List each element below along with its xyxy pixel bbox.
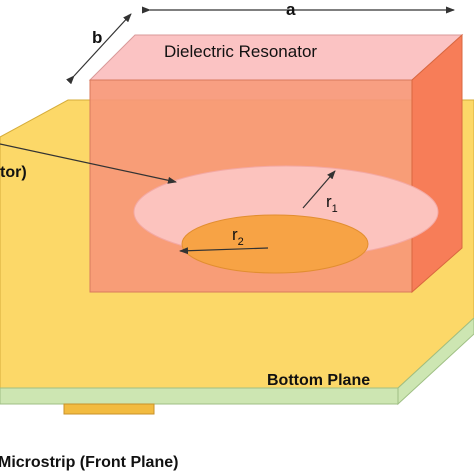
dimension-b-label: b: [92, 28, 102, 47]
resonator-label: Dielectric Resonator: [164, 42, 317, 61]
feed-pointer-arrow: [0, 143, 177, 184]
inner-disc-slot: [181, 214, 369, 274]
feed-label-partial: tor): [0, 164, 27, 181]
bottom-plane-label: Bottom Plane: [267, 372, 370, 389]
resonator-side-face: [411, 33, 463, 294]
microstrip-feed: [63, 403, 155, 415]
radius-2-sub: 2: [238, 236, 244, 248]
dimension-a-label: a: [286, 0, 296, 19]
dimension-b-arrow: [66, 13, 132, 85]
radius-1-arrow: [302, 170, 336, 209]
radius-1-sub: 1: [332, 203, 338, 215]
radius-1-label: r1: [326, 192, 338, 215]
radius-2-arrow: [179, 247, 269, 255]
microstrip-label: Microstrip (Front Plane): [0, 454, 178, 471]
substrate-front-edge: [0, 387, 399, 405]
radius-2-main: r: [232, 225, 238, 244]
radius-2-label: r2: [232, 225, 244, 248]
radius-1-main: r: [326, 192, 332, 211]
